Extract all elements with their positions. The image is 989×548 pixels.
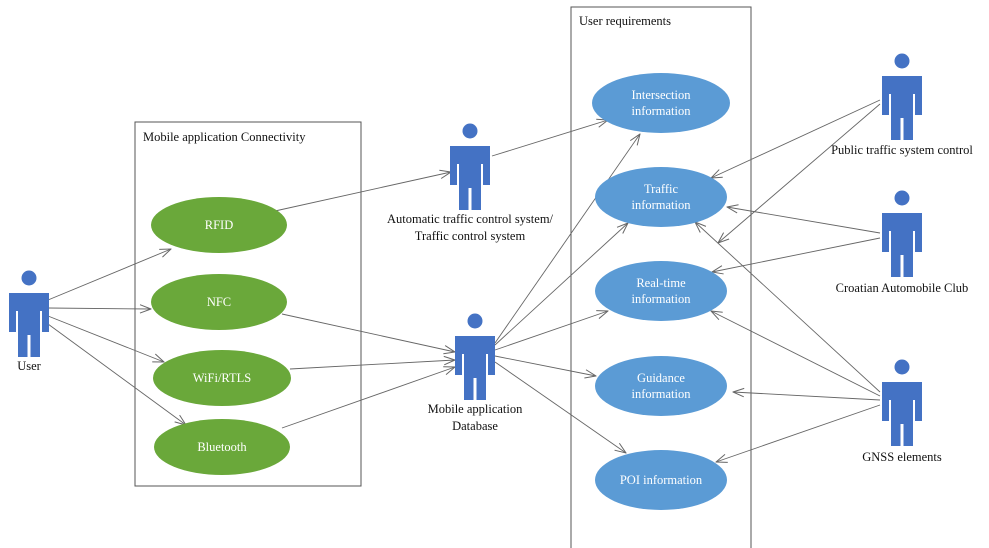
association-arrow [47,308,151,309]
association-arrow [494,361,626,453]
association-arrow [47,249,171,301]
association-arrow [718,103,881,243]
actor-label: Public traffic system control [831,143,973,157]
usecase-ellipse [151,274,287,330]
requirements-box: User requirements [570,6,752,548]
usecase-guidance-information: Guidance information [595,356,727,416]
usecase-ellipse [154,419,290,475]
actor-gnss-elements: GNSS elements [862,359,942,464]
associations [47,99,881,462]
usecase-ellipse [592,73,730,133]
usecase-ellipse [595,261,727,321]
actor-label: Traffic control system [415,229,526,243]
usecase-ellipse [595,356,727,416]
association-arrow [491,120,608,157]
requirements-box-title: User requirements [579,14,671,28]
actor-icon [882,53,922,140]
connectivity-box-title: Mobile application Connectivity [143,130,306,144]
association-arrow [733,392,881,401]
association-arrow [47,315,164,362]
actor-label: Mobile application [428,402,524,416]
actor-icon [882,359,922,446]
usecase-label: WiFi/RTLS [193,371,252,385]
usecase-intersection-information: Intersection information [592,73,730,133]
usecase-label: information [631,292,691,306]
actor-icon [455,313,495,400]
usecase-rfid: RFID [151,197,287,253]
usecase-label: POI information [620,473,703,487]
association-arrow [711,311,881,397]
usecase-ellipse [595,450,727,510]
usecase-label: information [631,198,691,212]
usecase-ellipse [153,350,291,406]
usecase-label: Guidance [637,371,685,385]
association-arrow [727,207,881,234]
association-arrow [281,313,455,352]
usecase-label: NFC [207,295,231,309]
usecase-label: Intersection [631,88,691,102]
actor-label: Database [452,419,498,433]
actor-icon [450,123,490,210]
usecase-label: information [631,387,691,401]
association-arrow [494,134,640,344]
actors: User Automatic traffic control system/Tr… [9,53,973,464]
association-arrow [274,172,451,212]
usecase-label: Real-time [636,276,686,290]
association-arrow [494,223,628,346]
association-arrow [494,311,608,351]
association-arrow [716,404,881,462]
association-arrow [47,323,186,425]
usecase-nfc: NFC [151,274,287,330]
actor-label: Croatian Automobile Club [836,281,969,295]
actor-user: User [9,270,49,373]
usecase-label: Traffic [644,182,678,196]
association-arrow [712,237,881,272]
usecase-wifi-rtls: WiFi/RTLS [153,350,291,406]
usecase-label: information [631,104,691,118]
usecase-label: Bluetooth [197,440,247,454]
actor-label: User [17,359,41,373]
usecase-traffic-information: Traffic information [595,167,727,227]
usecase-ellipse [151,197,287,253]
association-arrow [711,99,881,178]
usecase-bluetooth: Bluetooth [154,419,290,475]
actor-croatian-automobile-club: Croatian Automobile Club [836,190,969,295]
association-arrow [281,367,455,429]
association-arrow [695,222,881,393]
use-cases: RFID NFC WiFi/RTLS Bluetooth Intersectio… [151,73,730,510]
actor-icon [9,270,49,357]
usecase-poi-information: POI information [595,450,727,510]
actor-icon [882,190,922,277]
actor-label: Automatic traffic control system/ [387,212,554,226]
connectivity-box: Mobile application Connectivity [134,121,362,487]
association-arrow [494,355,596,376]
actor-automatic-traffic-control-system: Automatic traffic control system/Traffic… [387,123,554,243]
association-arrow [289,360,455,370]
actor-label: GNSS elements [862,450,942,464]
usecase-realtime-information: Real-time information [595,261,727,321]
actor-public-traffic-system-control: Public traffic system control [831,53,973,157]
usecase-ellipse [595,167,727,227]
usecase-label: RFID [205,218,233,232]
